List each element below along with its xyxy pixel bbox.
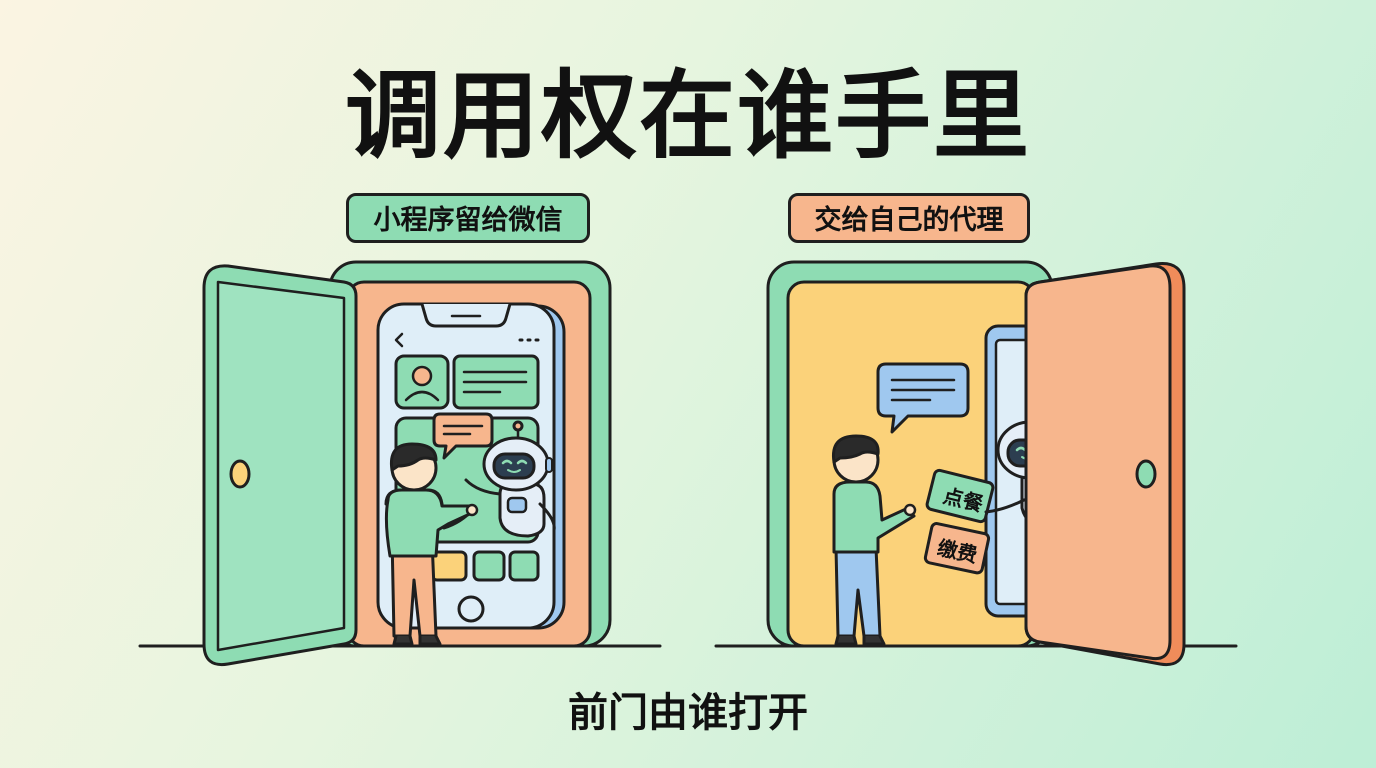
right-door-scene	[766, 260, 1186, 667]
right-panel-label: 交给自己的代理	[788, 193, 1030, 243]
bottom-caption: 前门由谁打开	[568, 690, 808, 736]
person-icon-right	[831, 434, 917, 646]
page-title: 调用权在谁手里	[345, 60, 1031, 172]
person-icon	[384, 442, 479, 646]
pay-bill-card	[923, 522, 991, 575]
left-door-knob	[229, 459, 251, 489]
left-panel-label: 小程序留给微信	[346, 193, 590, 243]
order-food-card	[925, 468, 995, 524]
robot-icon	[464, 420, 556, 538]
left-door-scene	[202, 260, 612, 667]
right-door-knob	[1135, 459, 1157, 489]
